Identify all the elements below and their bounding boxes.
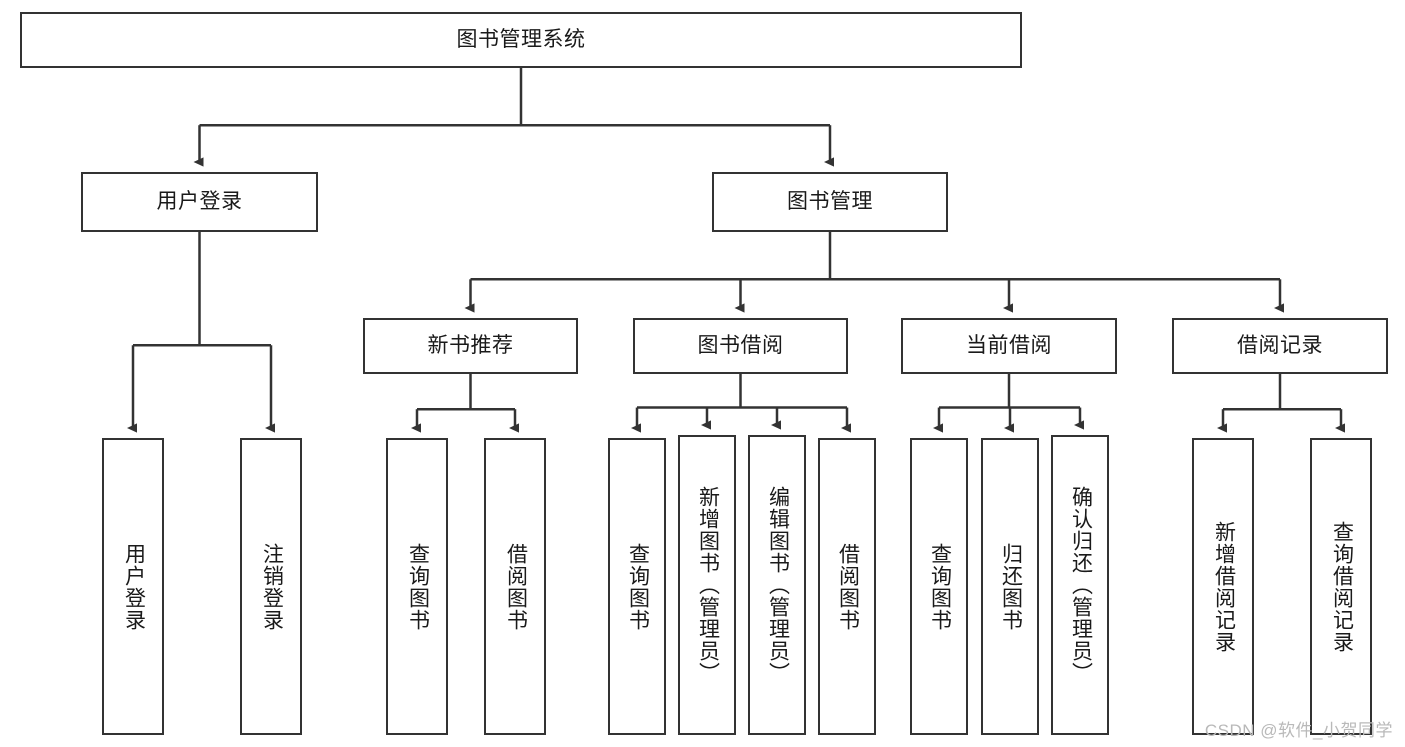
leaf-query-book-borrow[interactable]: 查询图书 [608, 438, 666, 735]
node-current-borrow[interactable]: 当前借阅 [901, 318, 1117, 374]
leaf-confirm-return-admin[interactable]: 确认归还（管理员） [1051, 435, 1109, 735]
leaf-query-book-recommend[interactable]: 查询图书 [386, 438, 448, 735]
leaf-user-login[interactable]: 用户登录 [102, 438, 164, 735]
node-book-management[interactable]: 图书管理 [712, 172, 948, 232]
leaf-query-book-current[interactable]: 查询图书 [910, 438, 968, 735]
node-borrow-record[interactable]: 借阅记录 [1172, 318, 1388, 374]
leaf-add-borrow-record-label: 新增借阅记录 [1212, 520, 1236, 653]
leaf-query-book-recommend-label: 查询图书 [406, 542, 430, 631]
leaf-borrow-book-recommend[interactable]: 借阅图书 [484, 438, 546, 735]
leaf-add-borrow-record[interactable]: 新增借阅记录 [1192, 438, 1254, 735]
node-root-label: 图书管理系统 [456, 27, 586, 51]
node-root[interactable]: 图书管理系统 [20, 12, 1022, 68]
leaf-query-book-current-label: 查询图书 [928, 542, 952, 631]
node-book-borrow[interactable]: 图书借阅 [633, 318, 848, 374]
node-current-borrow-label: 当前借阅 [966, 333, 1052, 357]
node-user-login[interactable]: 用户登录 [81, 172, 318, 232]
node-user-login-label: 用户登录 [156, 189, 243, 213]
leaf-edit-book-admin-label: 编辑图书（管理员） [766, 486, 790, 684]
leaf-return-book[interactable]: 归还图书 [981, 438, 1039, 735]
leaf-user-login-label: 用户登录 [122, 542, 146, 631]
node-new-book-recommend[interactable]: 新书推荐 [363, 318, 578, 374]
node-book-borrow-label: 图书借阅 [697, 333, 784, 357]
leaf-return-book-label: 归还图书 [999, 542, 1023, 631]
leaf-logout-label: 注销登录 [260, 542, 284, 631]
leaf-borrow-book[interactable]: 借阅图书 [818, 438, 876, 735]
leaf-query-borrow-record[interactable]: 查询借阅记录 [1310, 438, 1372, 735]
leaf-add-book-admin[interactable]: 新增图书（管理员） [678, 435, 736, 735]
leaf-query-book-borrow-label: 查询图书 [626, 542, 650, 631]
node-borrow-record-label: 借阅记录 [1237, 333, 1323, 357]
node-new-book-recommend-label: 新书推荐 [427, 333, 514, 357]
leaf-confirm-return-admin-label: 确认归还（管理员） [1069, 486, 1093, 684]
leaf-query-borrow-record-label: 查询借阅记录 [1330, 520, 1354, 653]
leaf-add-book-admin-label: 新增图书（管理员） [696, 486, 720, 684]
leaf-edit-book-admin[interactable]: 编辑图书（管理员） [748, 435, 806, 735]
leaf-borrow-book-label: 借阅图书 [836, 542, 860, 631]
leaf-borrow-book-recommend-label: 借阅图书 [504, 542, 528, 631]
node-book-management-label: 图书管理 [787, 189, 873, 213]
leaf-logout[interactable]: 注销登录 [240, 438, 302, 735]
